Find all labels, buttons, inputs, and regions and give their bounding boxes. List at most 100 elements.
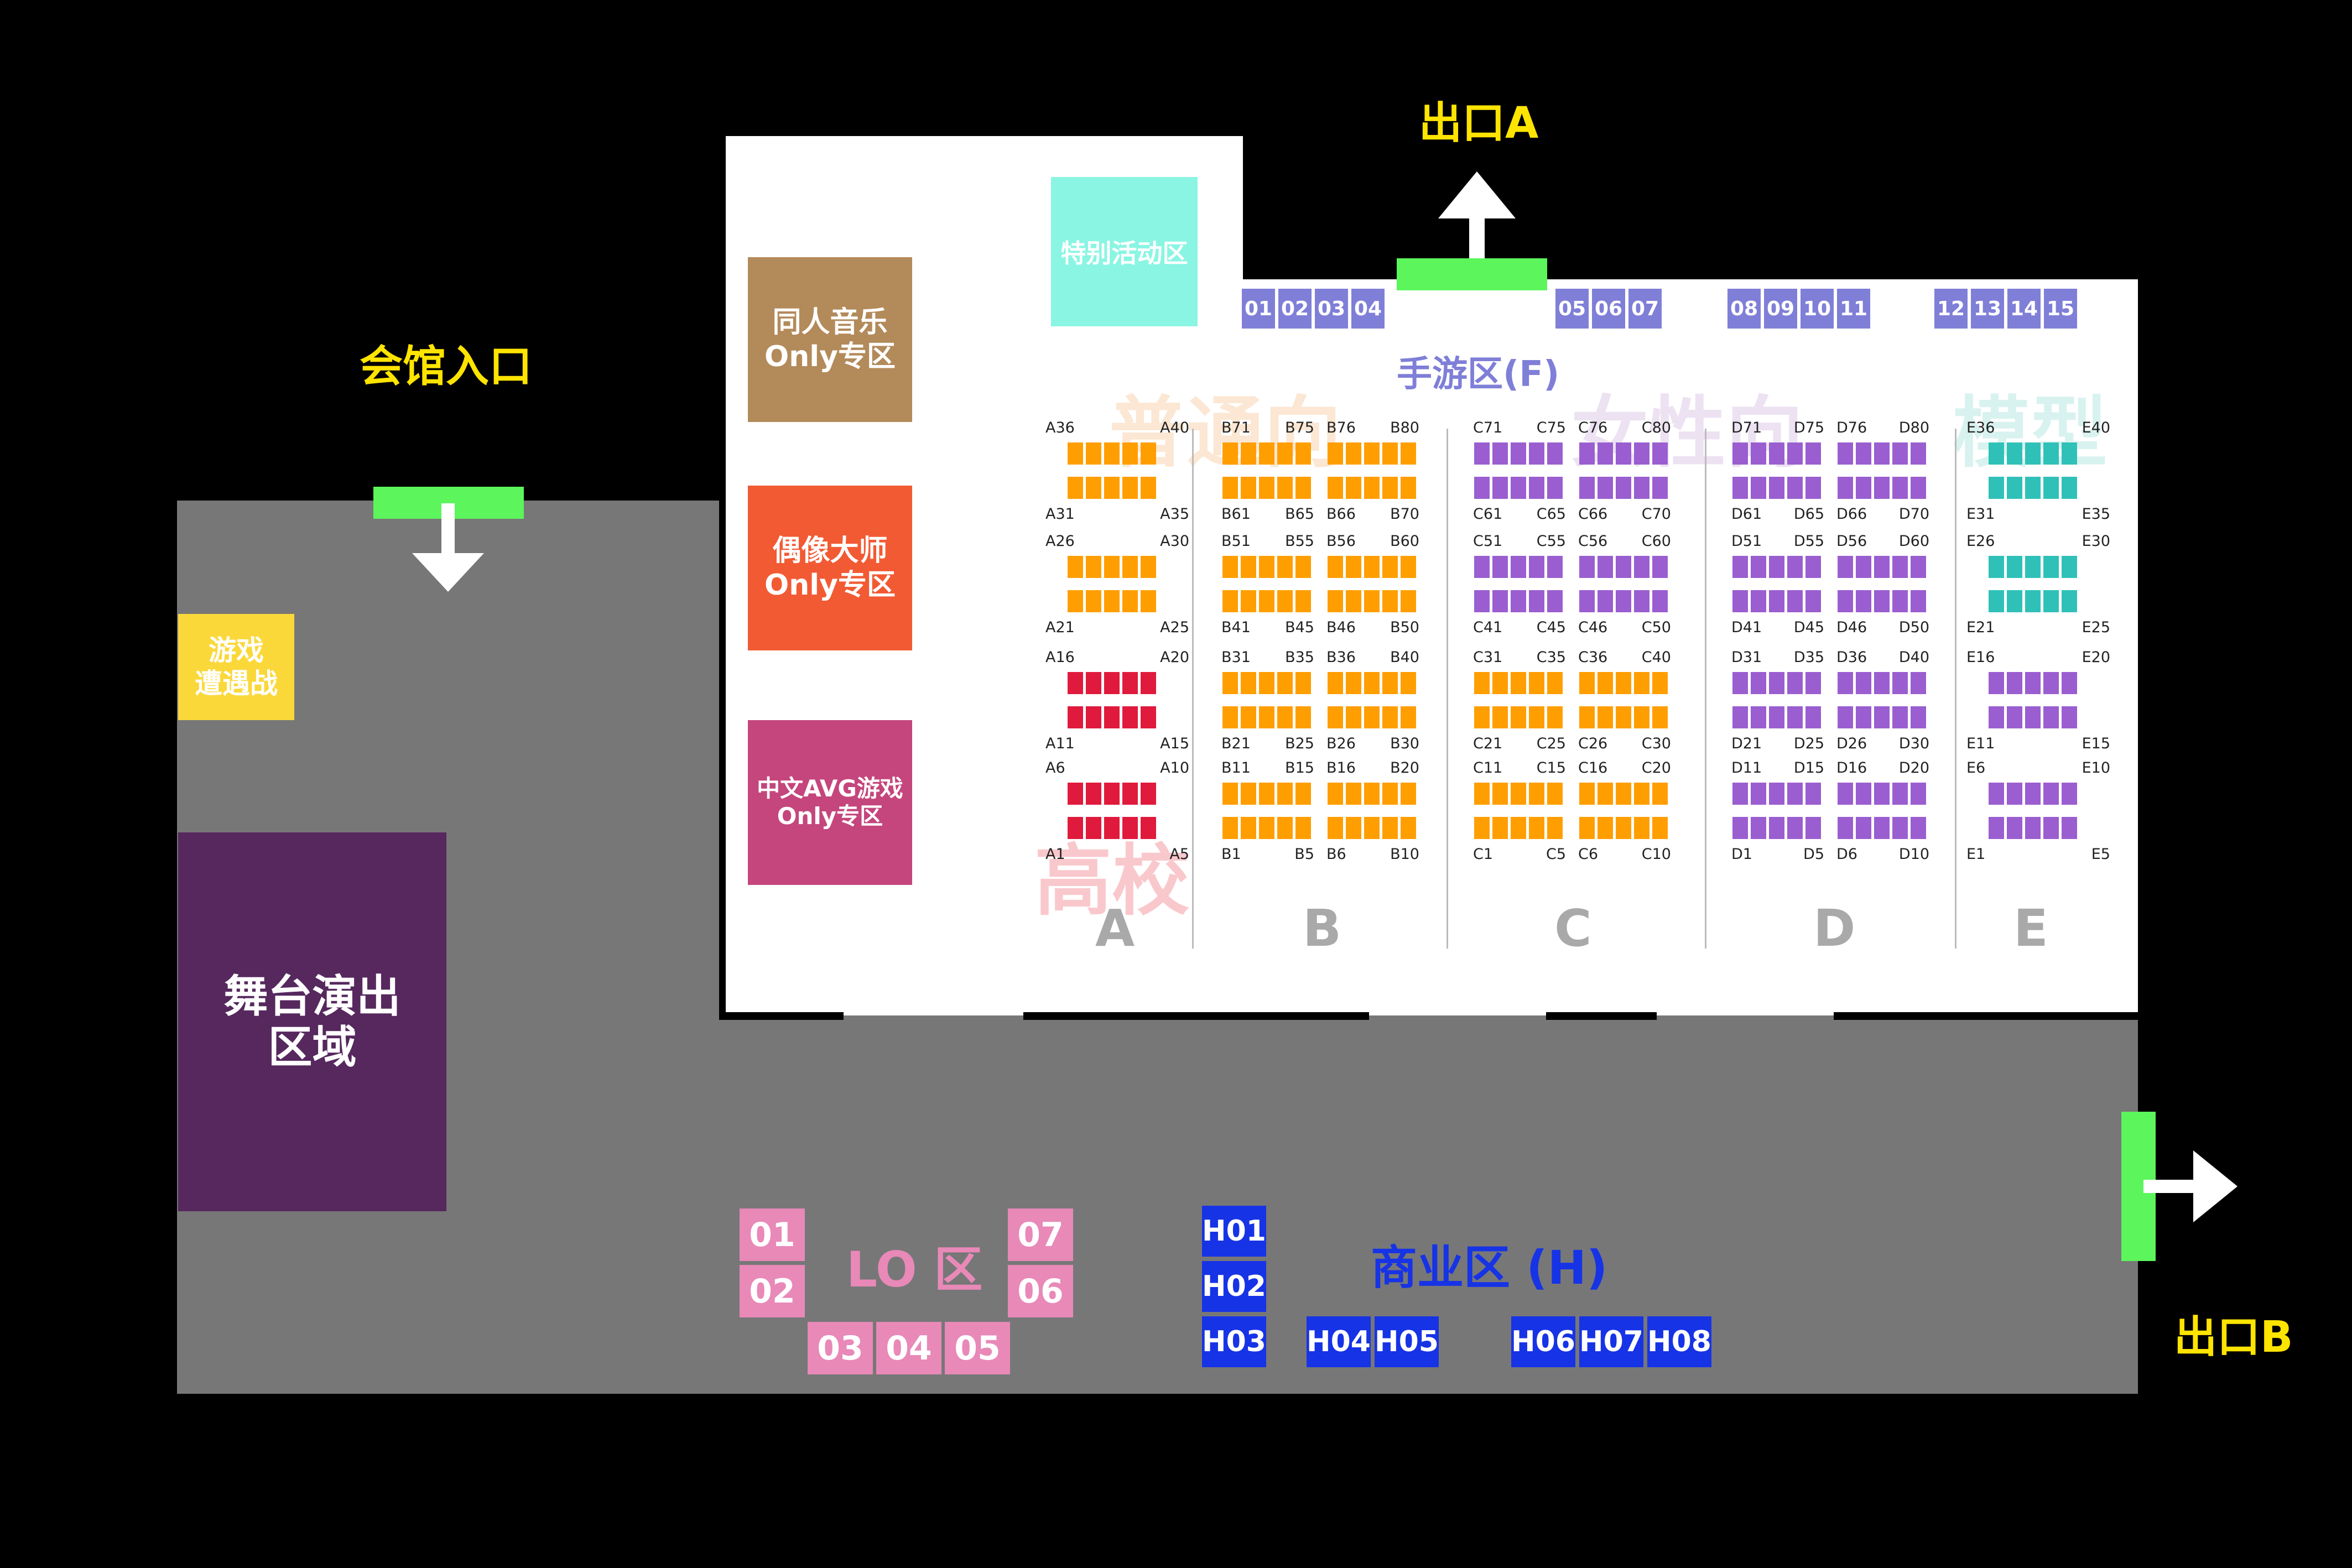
stall-b[interactable] (1328, 783, 1343, 805)
stall-d[interactable] (1751, 556, 1766, 578)
stall-c[interactable] (1579, 556, 1595, 578)
stall-c[interactable] (1529, 556, 1544, 578)
stall-d[interactable] (1732, 783, 1748, 805)
stall-a[interactable] (1141, 477, 1156, 499)
stall-c[interactable] (1616, 672, 1631, 694)
stall-e[interactable] (2025, 783, 2041, 805)
f-booth[interactable]: 05 (1555, 289, 1589, 329)
stall-b[interactable] (1364, 672, 1380, 694)
stall-b[interactable] (1241, 477, 1256, 499)
stall-a[interactable] (1141, 817, 1156, 839)
stall-c[interactable] (1579, 590, 1595, 612)
stall-c[interactable] (1598, 706, 1613, 728)
stall-d[interactable] (1892, 706, 1908, 728)
f-booth[interactable]: 03 (1315, 289, 1348, 329)
f-booth[interactable]: 08 (1727, 289, 1761, 329)
stall-c[interactable] (1547, 442, 1563, 465)
stall-b[interactable] (1328, 706, 1343, 728)
stall-d[interactable] (1805, 783, 1821, 805)
stall-c[interactable] (1474, 442, 1490, 465)
stall-b[interactable] (1382, 556, 1398, 578)
stall-b[interactable] (1401, 590, 1416, 612)
stall-c[interactable] (1511, 442, 1526, 465)
stage-zone[interactable]: 舞台演出 区域 (178, 832, 446, 1211)
stall-b[interactable] (1328, 556, 1343, 578)
stall-c[interactable] (1492, 672, 1508, 694)
stall-c[interactable] (1579, 672, 1595, 694)
stall-e[interactable] (1989, 590, 2004, 612)
stall-d[interactable] (1769, 783, 1784, 805)
stall-d[interactable] (1769, 672, 1784, 694)
h-booth[interactable]: H01 (1202, 1206, 1266, 1257)
stall-d[interactable] (1892, 556, 1908, 578)
stall-a[interactable] (1141, 442, 1156, 465)
stall-c[interactable] (1547, 817, 1563, 839)
stall-d[interactable] (1732, 672, 1748, 694)
stall-e[interactable] (2062, 783, 2077, 805)
f-booth[interactable]: 12 (1934, 289, 1968, 329)
stall-b[interactable] (1401, 706, 1416, 728)
stall-b[interactable] (1401, 477, 1416, 499)
stall-b[interactable] (1295, 672, 1311, 694)
stall-a[interactable] (1086, 442, 1101, 465)
stall-c[interactable] (1652, 442, 1668, 465)
stall-d[interactable] (1874, 706, 1890, 728)
h-booth[interactable]: H03 (1202, 1316, 1266, 1367)
stall-d[interactable] (1751, 590, 1766, 612)
stall-e[interactable] (2043, 783, 2059, 805)
stall-d[interactable] (1856, 442, 1871, 465)
stall-d[interactable] (1787, 817, 1803, 839)
stall-e[interactable] (2025, 477, 2041, 499)
stall-e[interactable] (2062, 442, 2077, 465)
stall-d[interactable] (1856, 817, 1871, 839)
stall-e[interactable] (2007, 817, 2022, 839)
stall-d[interactable] (1874, 783, 1890, 805)
stall-d[interactable] (1874, 477, 1890, 499)
stall-c[interactable] (1511, 590, 1526, 612)
stall-b[interactable] (1295, 706, 1311, 728)
stall-b[interactable] (1241, 817, 1256, 839)
stall-e[interactable] (2062, 672, 2077, 694)
stall-a[interactable] (1104, 783, 1120, 805)
stall-a[interactable] (1141, 706, 1156, 728)
stall-b[interactable] (1259, 590, 1274, 612)
stall-e[interactable] (2007, 556, 2022, 578)
stall-d[interactable] (1769, 556, 1784, 578)
stall-e[interactable] (2007, 442, 2022, 465)
stall-a[interactable] (1068, 590, 1083, 612)
stall-e[interactable] (2062, 556, 2077, 578)
stall-a[interactable] (1068, 817, 1083, 839)
stall-c[interactable] (1511, 706, 1526, 728)
stall-c[interactable] (1511, 783, 1526, 805)
stall-e[interactable] (2025, 590, 2041, 612)
stall-b[interactable] (1346, 556, 1361, 578)
stall-c[interactable] (1511, 817, 1526, 839)
stall-e[interactable] (2062, 590, 2077, 612)
stall-d[interactable] (1892, 783, 1908, 805)
stall-a[interactable] (1122, 817, 1138, 839)
stall-e[interactable] (2025, 672, 2041, 694)
stall-c[interactable] (1529, 817, 1544, 839)
stall-c[interactable] (1474, 672, 1490, 694)
stall-b[interactable] (1401, 442, 1416, 465)
stall-e[interactable] (1989, 817, 2004, 839)
stall-b[interactable] (1328, 817, 1343, 839)
stall-a[interactable] (1104, 556, 1120, 578)
stall-b[interactable] (1222, 783, 1238, 805)
stall-b[interactable] (1295, 783, 1311, 805)
stall-e[interactable] (2043, 442, 2059, 465)
stall-d[interactable] (1911, 556, 1926, 578)
stall-b[interactable] (1259, 442, 1274, 465)
stall-c[interactable] (1652, 783, 1668, 805)
stall-d[interactable] (1911, 783, 1926, 805)
stall-c[interactable] (1634, 817, 1649, 839)
stall-a[interactable] (1141, 556, 1156, 578)
stall-b[interactable] (1295, 556, 1311, 578)
stall-b[interactable] (1382, 590, 1398, 612)
stall-c[interactable] (1492, 783, 1508, 805)
stall-b[interactable] (1295, 442, 1311, 465)
stall-b[interactable] (1241, 783, 1256, 805)
stall-b[interactable] (1364, 477, 1380, 499)
stall-e[interactable] (2043, 706, 2059, 728)
stall-d[interactable] (1751, 442, 1766, 465)
